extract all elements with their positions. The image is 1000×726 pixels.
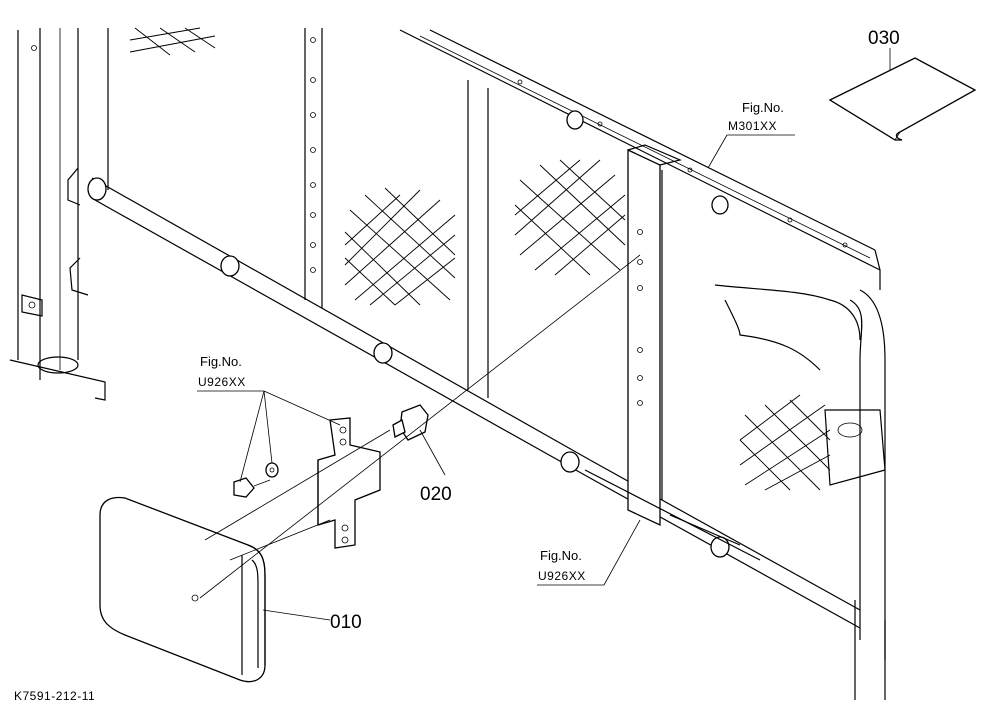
support-bar [627,144,682,527]
mesh-screen-4 [739,394,831,491]
washer-icon [265,462,279,478]
callout-020: 020 [420,484,452,505]
ref-top-label: Fig.No. [742,100,784,115]
ref-left-code: U926XX [198,375,246,389]
post-holes [310,37,316,273]
leader-010 [262,609,331,621]
guard-posts [107,28,663,500]
bolt-icon [233,477,271,498]
bracket-icon [317,417,381,549]
callout-030: 030 [868,28,900,49]
mesh-screen-3 [514,159,626,276]
ref-right: Fig.No. U926XX [537,519,641,586]
callout-010: 010 [330,612,362,633]
left-post [9,28,106,401]
ref-left-label: Fig.No. [200,354,242,369]
top-rail [399,29,881,290]
mesh-screen-1 [129,27,216,56]
ref-right-label: Fig.No. [540,548,582,563]
ref-right-code: U926XX [538,569,586,583]
light-housing-icon [99,254,641,683]
ref-left: Fig.No. U926XX [197,354,341,483]
drawing-code: K7591-212-11 [14,689,95,703]
ref-top-code: M301XX [728,119,777,133]
mesh-screen-2 [344,187,456,306]
ref-top: Fig.No. M301XX [707,100,795,169]
sheet-icon [828,48,977,141]
guard-frame-icon [584,284,886,700]
bolt-020 [392,404,446,476]
